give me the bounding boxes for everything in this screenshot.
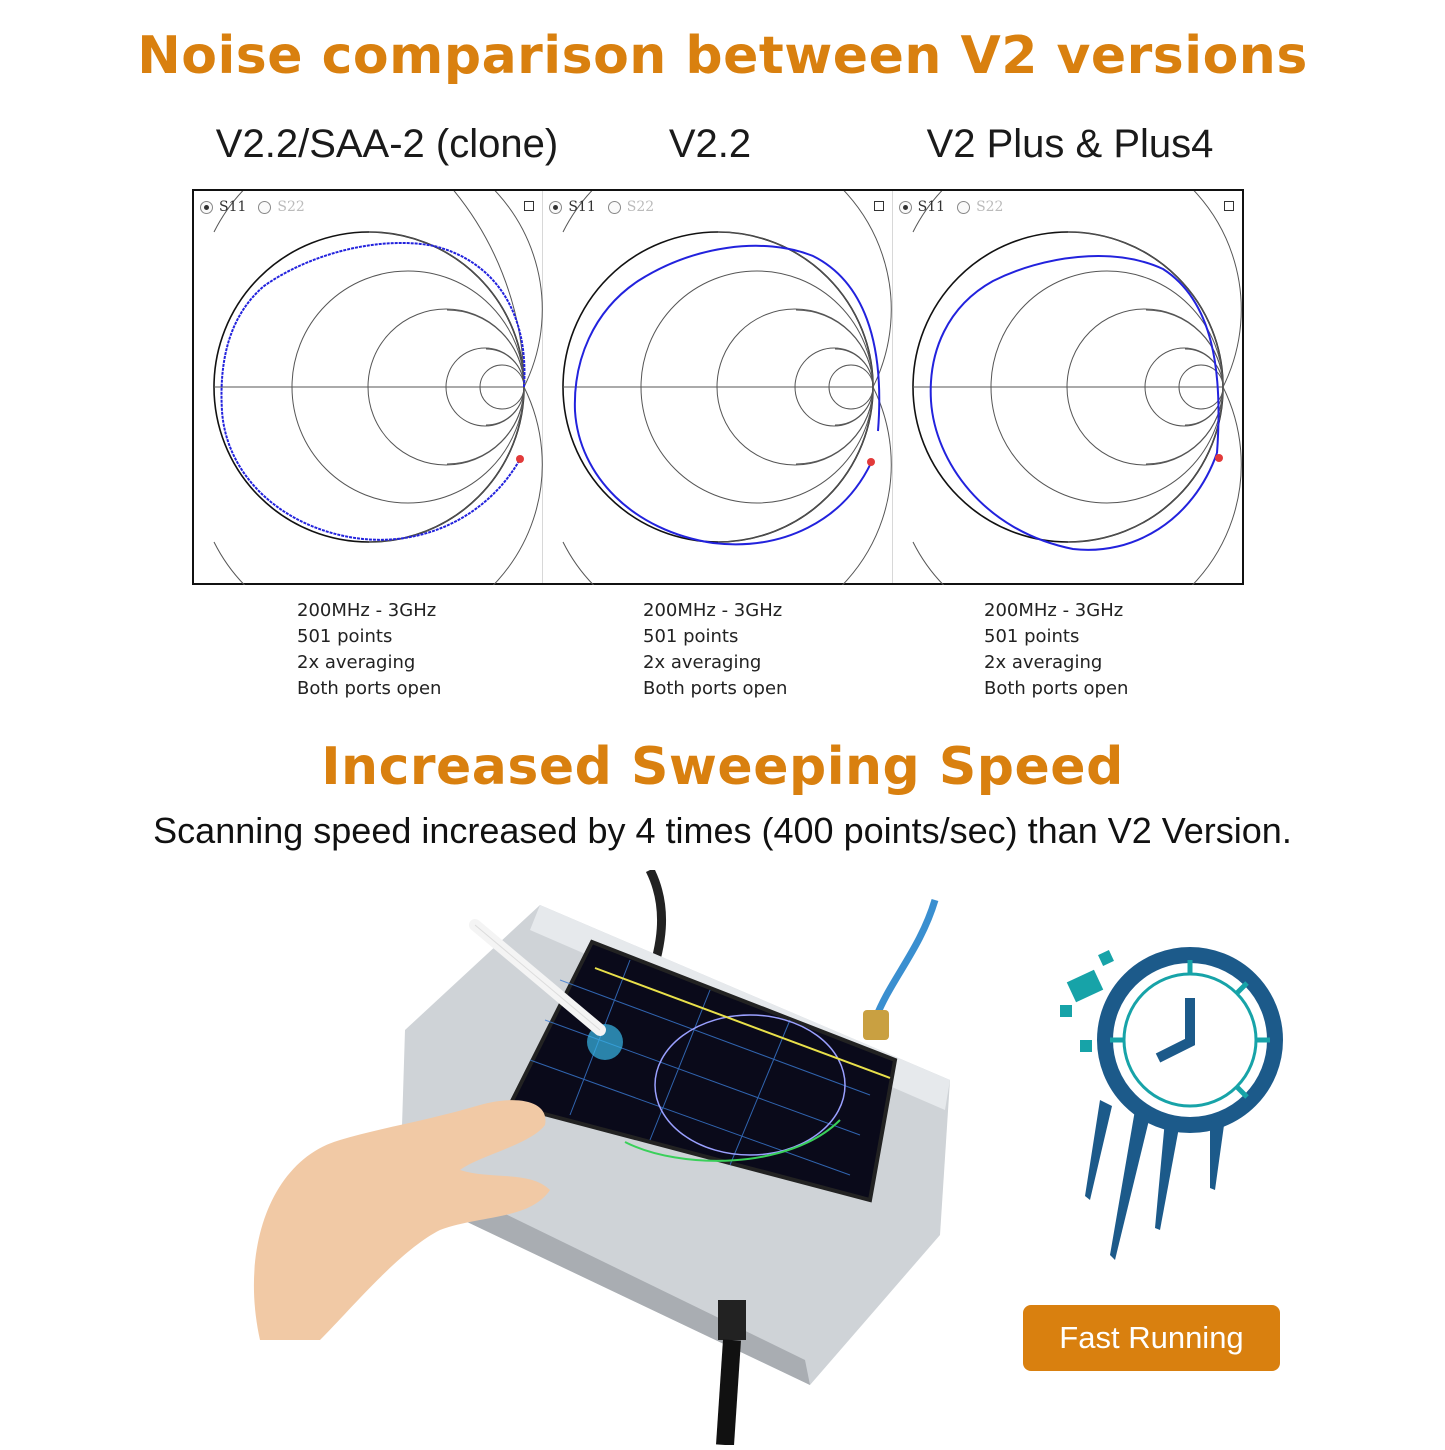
- smith-panel-v22: S11 S22: [543, 191, 893, 585]
- s11-radio[interactable]: [898, 200, 912, 214]
- column-label-v22: V2.2: [668, 122, 752, 166]
- spec-points: 501 points: [643, 626, 739, 647]
- spec-ports: Both ports open: [297, 678, 442, 699]
- maximize-icon[interactable]: [524, 201, 535, 211]
- maximize-icon[interactable]: [873, 201, 884, 211]
- spec-list-clone: 200MHz - 3GHz 501 points 2x averaging Bo…: [297, 598, 441, 702]
- column-label-v2plus: V2 Plus & Plus4: [926, 122, 1214, 166]
- smith-panel-clone: S11 S22: [194, 191, 544, 585]
- smith-chart-icon: [213, 191, 543, 585]
- smith-chart-icon: [911, 191, 1242, 585]
- spec-frequency: 200MHz - 3GHz: [297, 600, 437, 621]
- section-title-sweeping-speed: Increased Sweeping Speed: [321, 737, 1124, 797]
- smith-panel-v2plus: S11 S22: [893, 191, 1242, 585]
- s11-label: S11: [917, 199, 946, 215]
- spec-frequency: 200MHz - 3GHz: [984, 600, 1124, 621]
- page-title-noise-comparison: Noise comparison between V2 versions: [137, 26, 1308, 86]
- spec-averaging: 2x averaging: [643, 652, 762, 673]
- spec-list-v2plus: 200MHz - 3GHz 501 points 2x averaging Bo…: [984, 598, 1128, 702]
- s22-radio[interactable]: [957, 200, 971, 214]
- s22-label: S22: [626, 199, 655, 215]
- s11-radio[interactable]: [200, 200, 213, 214]
- section-subtitle: Scanning speed increased by 4 times (400…: [153, 810, 1292, 851]
- maximize-icon[interactable]: [1223, 201, 1234, 211]
- s22-label: S22: [976, 199, 1004, 215]
- s11-radio[interactable]: [549, 200, 563, 214]
- column-label-clone: V2.2/SAA-2 (clone): [215, 122, 559, 166]
- spec-ports: Both ports open: [984, 678, 1129, 699]
- s11-label: S11: [568, 199, 596, 215]
- smith-chart-comparison: S11 S22: [192, 189, 1244, 585]
- s22-radio[interactable]: [258, 200, 272, 214]
- s11-label: S11: [219, 199, 247, 215]
- spec-points: 501 points: [984, 626, 1080, 647]
- spec-averaging: 2x averaging: [297, 652, 416, 673]
- smith-chart-icon: [562, 191, 893, 585]
- spec-averaging: 2x averaging: [984, 652, 1103, 673]
- stopwatch-speed-icon: [1040, 930, 1310, 1290]
- s22-label: S22: [277, 199, 305, 215]
- nanovna-device-illustration: [230, 867, 990, 1446]
- s22-radio[interactable]: [607, 200, 621, 214]
- spec-ports: Both ports open: [643, 678, 788, 699]
- spec-points: 501 points: [297, 626, 393, 647]
- spec-list-v22: 200MHz - 3GHz 501 points 2x averaging Bo…: [643, 598, 787, 702]
- fast-running-badge: Fast Running: [1023, 1305, 1280, 1371]
- spec-frequency: 200MHz - 3GHz: [643, 600, 783, 621]
